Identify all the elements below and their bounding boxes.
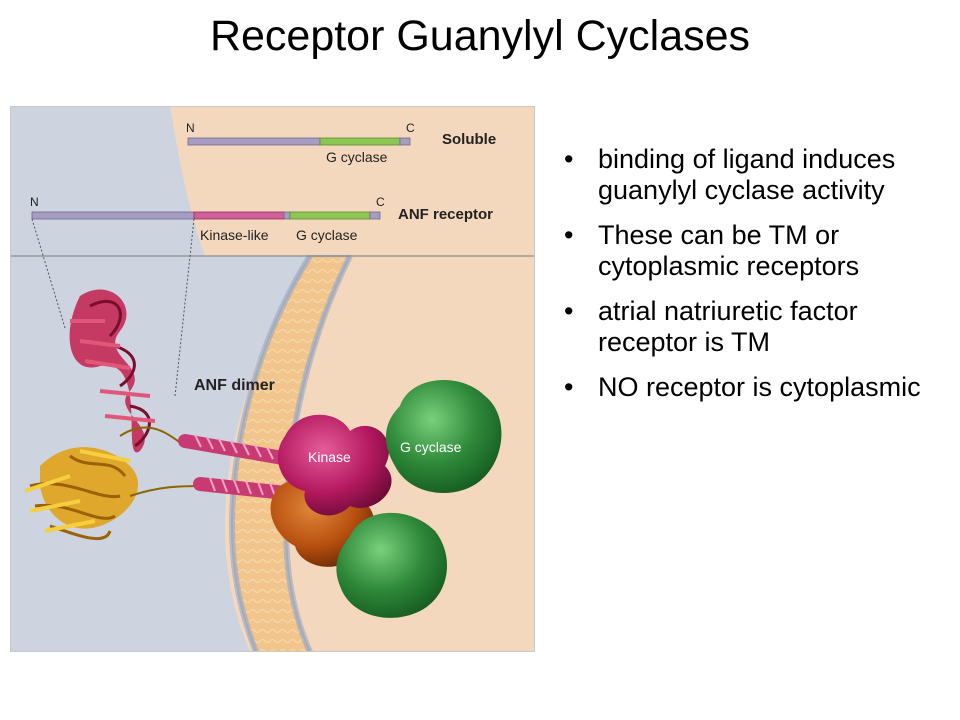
soluble-lilac-segment: [187, 137, 321, 146]
lower-g-cyclase-domain: [336, 512, 447, 618]
soluble-gcyclase-label: G cyclase: [326, 149, 388, 165]
upper-g-cyclase-domain: [385, 379, 502, 493]
bullet-item: • atrial natriuretic factor receptor is T…: [560, 296, 940, 358]
bullet-dot: •: [564, 220, 574, 250]
bullet-item: • NO receptor is cytoplasmic: [560, 372, 940, 403]
anf-n-label: N: [30, 195, 39, 209]
bullet-text: atrial natriuretic factor receptor is TM: [598, 296, 858, 357]
bullet-dot: •: [564, 144, 574, 174]
kinase-label: Kinase: [308, 449, 351, 465]
soluble-n-label: N: [186, 121, 195, 135]
bullet-text: binding of ligand induces guanylyl cycla…: [598, 144, 896, 205]
anf-gcyclase-label: G cyclase: [296, 227, 358, 243]
anf-receptor-domain-map: N C Kinase-like G cyclase ANF receptor: [30, 195, 493, 243]
bullet-list: • binding of ligand induces guanylyl cycl…: [560, 144, 940, 417]
anf-lilac-segment: [31, 211, 195, 220]
bullet-item: • binding of ligand induces guanylyl cycl…: [560, 144, 940, 206]
anf-kinase-segment: [193, 211, 285, 220]
soluble-domain-map: N C G cyclase Soluble: [186, 121, 496, 165]
soluble-name-label: Soluble: [442, 131, 496, 148]
bullet-text: NO receptor is cytoplasmic: [598, 372, 921, 402]
soluble-c-label: C: [406, 121, 415, 135]
soluble-gcyclase-segment: [319, 137, 401, 146]
receptor-diagram: N C G cyclase Soluble N C Kinase-like G …: [10, 106, 535, 652]
bullet-dot: •: [564, 296, 574, 326]
anf-gcyclase-segment: [289, 211, 371, 220]
anf-dimer-ribbon-structure: [24, 289, 206, 541]
bullet-text: These can be TM or cytoplasmic receptors: [598, 220, 860, 281]
anf-c-label: C: [376, 195, 385, 209]
kinase-domain: [277, 414, 392, 516]
g-cyclase-label: G cyclase: [400, 439, 462, 455]
anf-dimer-label: ANF dimer: [194, 377, 275, 394]
anf-receptor-name-label: ANF receptor: [398, 206, 493, 223]
anf-kinase-like-label: Kinase-like: [200, 227, 269, 243]
bullet-item: • These can be TM or cytoplasmic receptor…: [560, 220, 940, 282]
bullet-dot: •: [564, 372, 574, 402]
slide-title: Receptor Guanylyl Cyclases: [209, 12, 751, 60]
